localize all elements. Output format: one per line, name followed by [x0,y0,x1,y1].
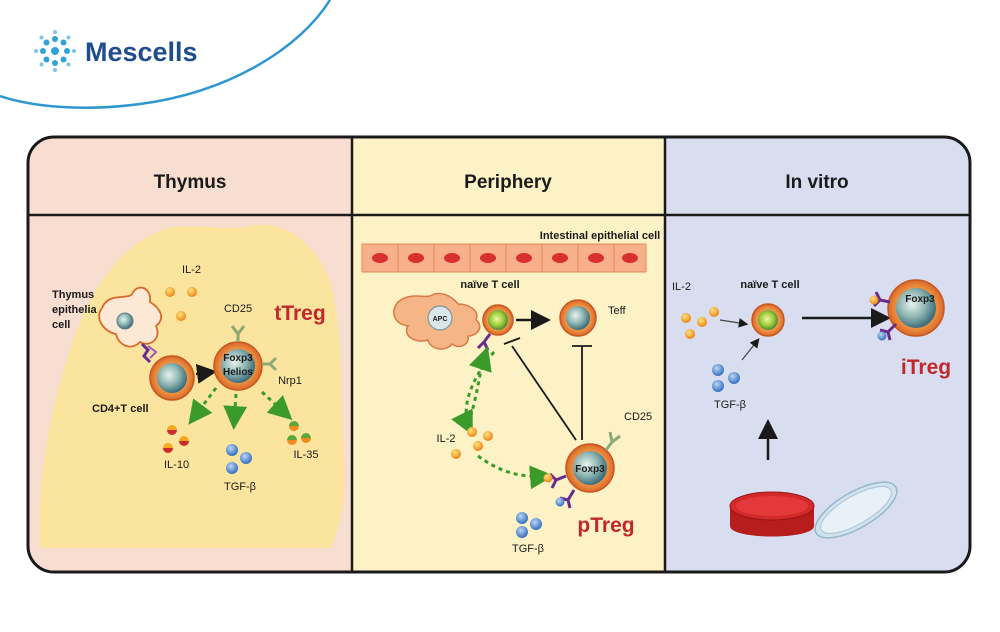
periphery-cd25-label: CD25 [624,411,652,423]
ttreg-foxp3-label: Foxp3 [223,353,253,364]
invitro-naive-t-cell [751,303,785,337]
logo-mark-icon [34,30,76,72]
invitro-panel: IL-2 naïve T cell TGF-β Foxp3 [672,279,951,539]
periphery-panel-bg [352,137,665,572]
thymus-epithelial-label: Thymus epithelia cell [52,289,100,331]
invitro-panel-bg [665,137,970,572]
itreg-receptor-icons [872,291,898,341]
il10-label: IL-10 [164,459,189,471]
thymus-il2-dots [165,287,197,321]
periphery-title: Periphery [464,172,552,193]
ptreg-label: pTreg [577,514,634,537]
periphery-il2-label: IL-2 [437,433,456,445]
cd4-t-cell [149,355,195,401]
invitro-il2-dots [681,307,719,339]
epithelial-nucleus [116,312,134,330]
inhibition-lines [503,337,592,441]
itreg-cell [887,279,945,337]
nrp1-receptor-icon [262,356,278,372]
thymus-secretion-arrows [188,387,293,430]
teff-label: Teff [608,305,626,317]
ptreg-bound-dots [543,473,565,507]
ptreg-cd25-receptor-icon [604,431,621,451]
invitro-tgfb-dots [712,364,740,392]
thymus-cd25-label: CD25 [224,303,252,315]
thymus-il2-label: IL-2 [182,264,201,276]
periphery-panel: Intestinal epithelial cell APC naïve T c… [361,230,660,555]
il35-label: IL-35 [293,449,318,461]
thymus-title: Thymus [154,172,227,193]
periphery-il2-dots [451,427,493,459]
itreg-label: iTreg [901,356,951,379]
header-swoosh-line [0,0,332,109]
ttreg-cell [213,341,263,391]
apc-nucleus [427,305,453,331]
cd25-receptor-icon [230,325,246,342]
tcr-mhc-receptor-icon [140,342,158,364]
header-swoosh [0,0,330,106]
invitro-naive-label: naïve T cell [740,279,799,291]
brand-name: Mescells [85,37,198,67]
periphery-naive-t-cell [482,304,514,336]
periphery-tgfb-dots [516,512,542,538]
invitro-input-arrows [719,318,760,361]
thymus-tgfb-dots [226,444,252,474]
brand-logo[interactable]: Mescells [34,30,198,72]
thymus-nrp1-label: Nrp1 [278,375,302,387]
ptreg-cell [565,443,615,493]
periphery-feedback-arrows [451,346,554,490]
intestinal-epithelium [361,243,647,273]
itreg-foxp3-label: Foxp3 [905,294,935,305]
thymus-panel: Thymus epithelia cell CD4+T cell Foxp3 H… [39,224,345,548]
teff-cell [559,299,597,337]
intestinal-epithelial-label: Intestinal epithelial cell [540,230,660,242]
invitro-title: In vitro [785,172,848,193]
petri-dish-icon [729,481,898,539]
invitro-tgfb-label: TGF-β [714,399,746,411]
invitro-il2-label: IL-2 [672,281,691,293]
ptreg-foxp3-label: Foxp3 [575,464,605,475]
thymus-tgfb-label: TGF-β [224,481,256,493]
cd4-t-cell-label: CD4+T cell [92,403,149,415]
periphery-tgfb-label: TGF-β [512,543,544,555]
il35-dots [287,421,311,445]
periphery-naive-label: naïve T cell [460,279,519,291]
ttreg-label: tTreg [274,302,325,325]
il10-dots [163,425,189,453]
apc-label: APC [433,316,448,323]
ttreg-helios-label: Helios [223,367,253,378]
itreg-bound-dots [869,295,887,341]
